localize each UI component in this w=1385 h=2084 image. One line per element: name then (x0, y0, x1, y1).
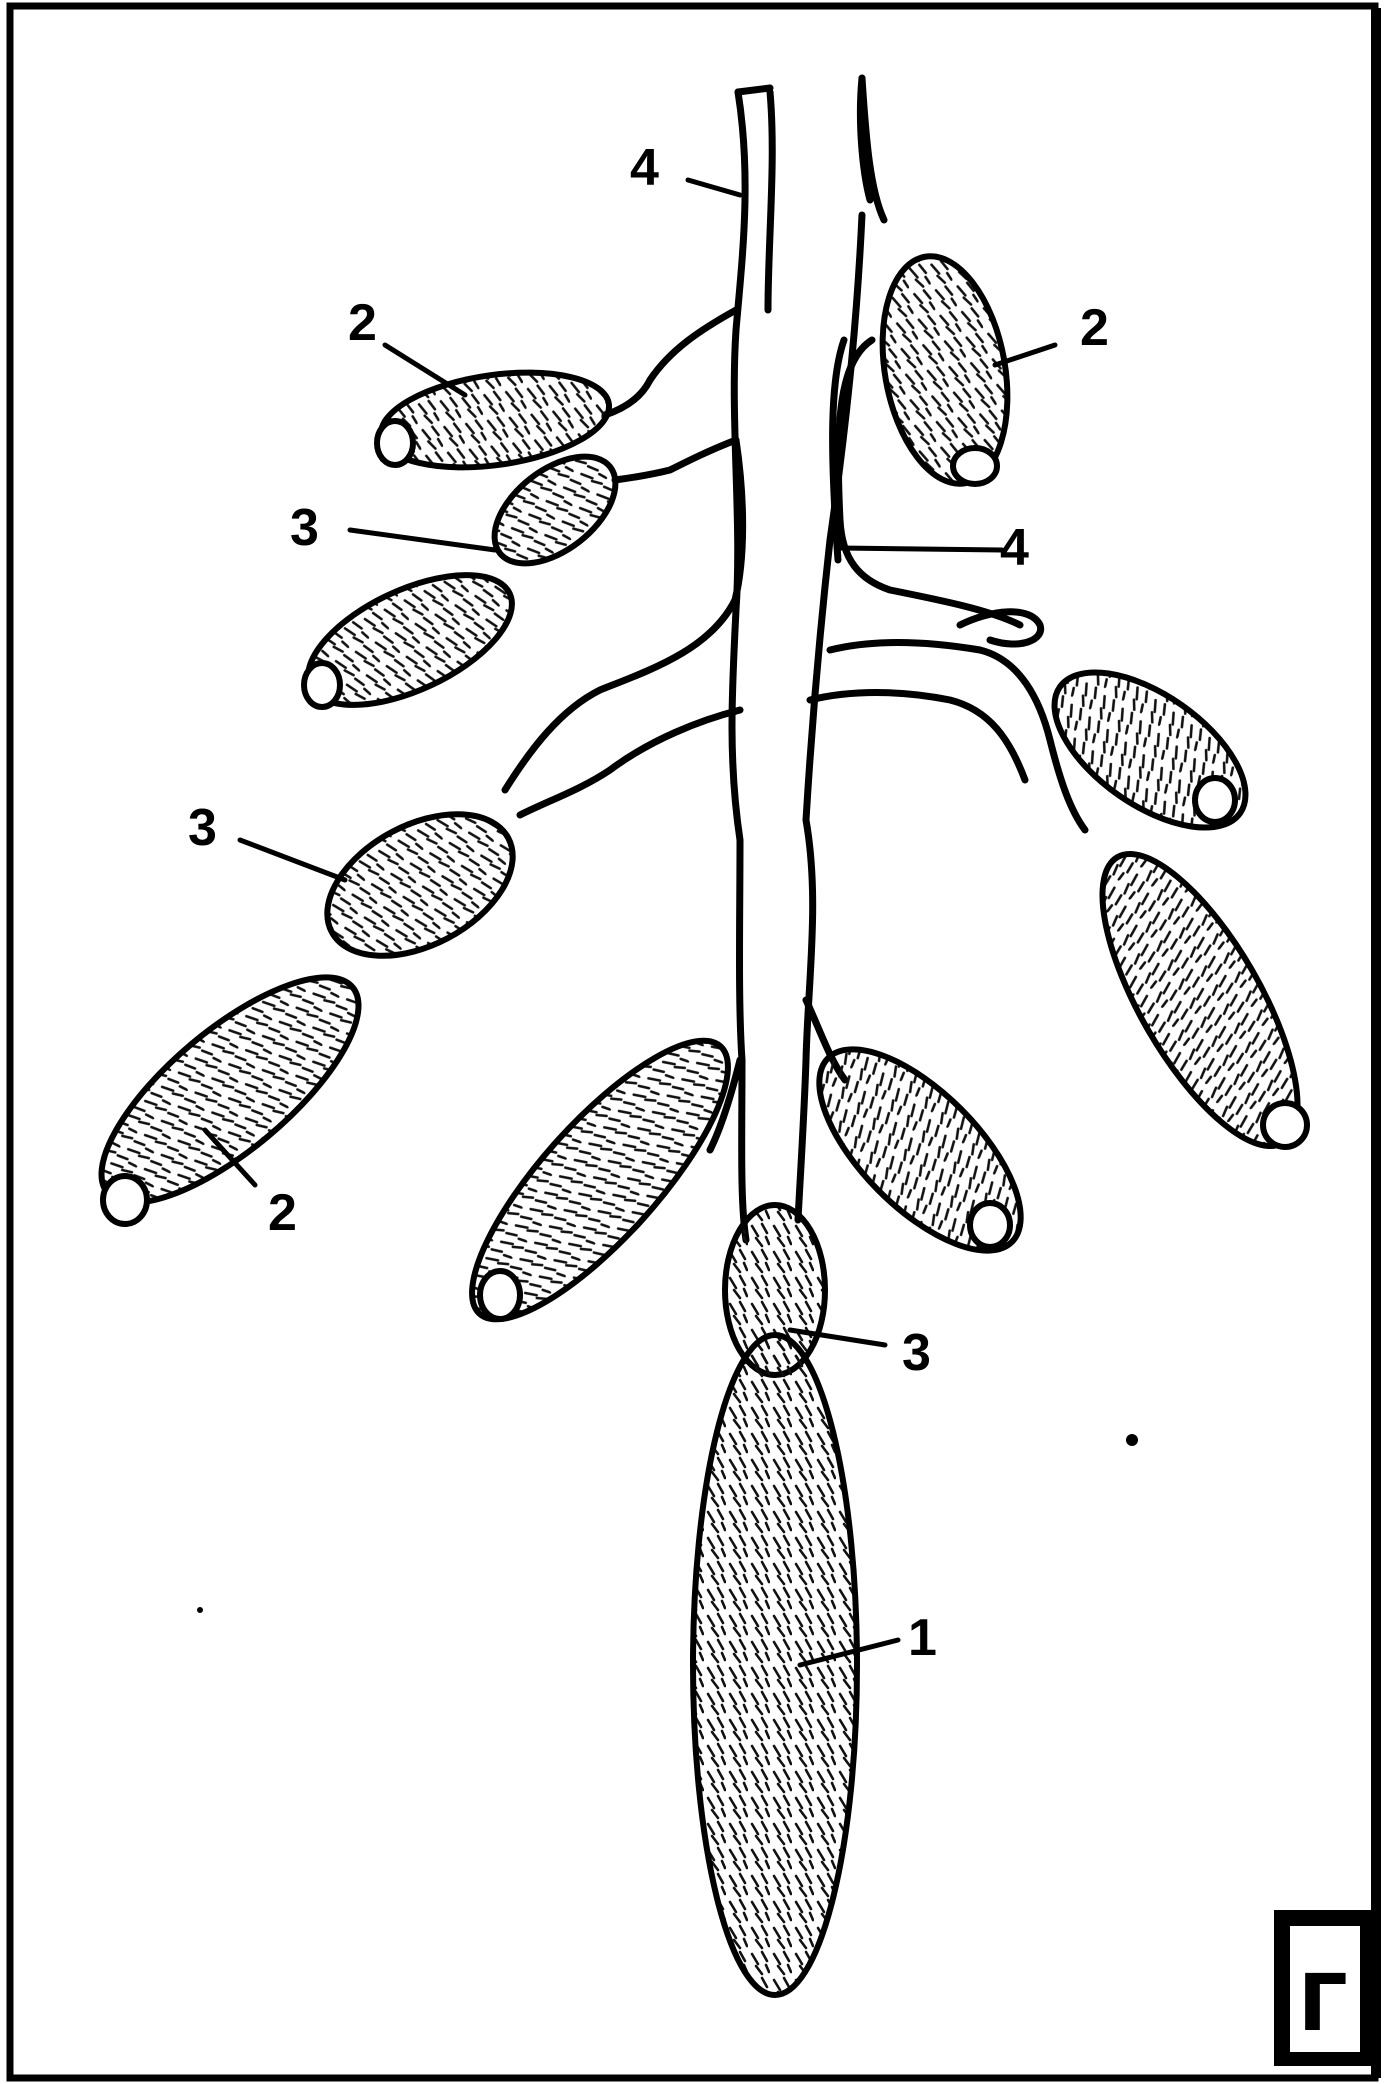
label-3-middle-left: 3 (188, 799, 217, 857)
cones (69, 246, 1335, 1995)
label-2-lower-left: 2 (268, 1184, 297, 1242)
label-1: 1 (908, 1609, 937, 1667)
label-2-upper-right: 2 (1080, 299, 1109, 357)
panel-letter: Г (1298, 1959, 1348, 2049)
cone-right-upper-end (1195, 778, 1235, 822)
cone-upper-right-end (953, 448, 997, 484)
cone-lower-middle-left-end (480, 1271, 520, 1319)
cone-upper-left-end (377, 421, 413, 465)
speck-dot-small (197, 1607, 203, 1613)
panel-letter-badge: Г (1274, 1910, 1372, 2066)
cone-lower-middle-right (787, 1017, 1053, 1283)
cone-upper-right (866, 246, 1024, 493)
cone-left-2-end (304, 663, 340, 707)
cone-right-upper (1028, 642, 1271, 858)
speck-dot (1126, 1434, 1138, 1446)
label-4-top: 4 (630, 139, 659, 197)
label-3-upper-left: 3 (290, 499, 319, 557)
cone-bottom-long (693, 1335, 857, 1995)
cone-right-lower-end (1263, 1103, 1307, 1147)
label-3-bottom: 3 (902, 1324, 931, 1382)
cone-lower-left-end (103, 1176, 147, 1224)
cone-lower-middle-right-end (970, 1203, 1010, 1247)
label-2-upper-left: 2 (348, 294, 377, 352)
label-4-middle: 4 (1000, 519, 1029, 577)
segment-middle-left (304, 785, 537, 985)
